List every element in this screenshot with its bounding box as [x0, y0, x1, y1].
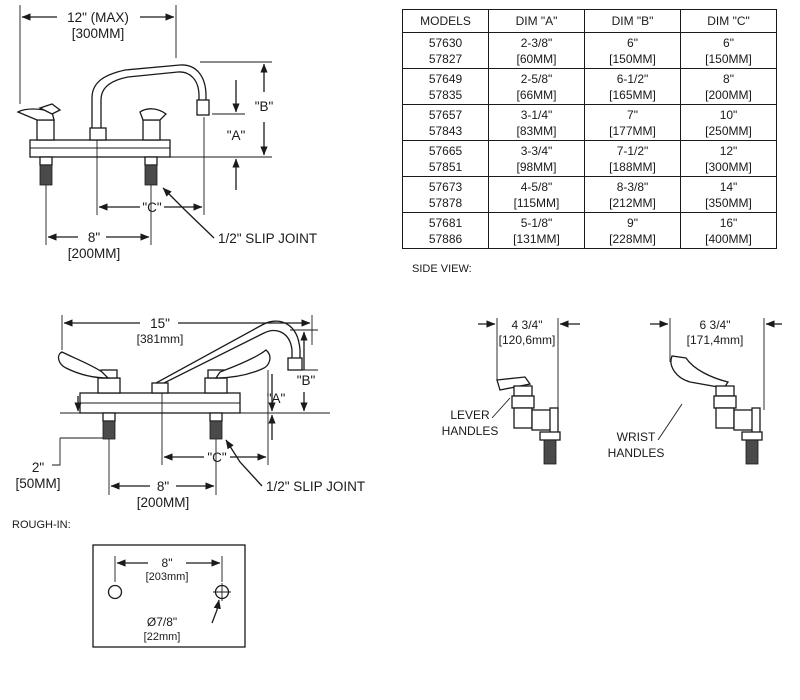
cell-dim-a: 2-5/8"[66MM] [488, 68, 585, 105]
cell-dim-c: 14"[350MM] [680, 176, 777, 213]
cell-dim-b: 7-1/2"[188MM] [584, 140, 681, 177]
side-lever-label-line1: LEVER [450, 408, 490, 422]
cell-dim-b: 9"[228MM] [584, 212, 681, 249]
side-lever-faucet: 4 3/4" [120,6mm] LEVER HANDLES [442, 318, 580, 465]
top-12in-label: 12" (MAX) [67, 10, 129, 25]
top-view: 12" (MAX) [300MM] "B" "A" "C" 8" [200MM]… [16, 5, 317, 261]
front-15in-label: 15" [150, 316, 170, 331]
front-dim-b-label: "B" [297, 373, 316, 388]
side-view: SIDE VIEW: 4 3/4" [120,6mm] LEVER HANDLE… [412, 263, 782, 465]
front-8in-label: 8" [157, 479, 170, 494]
cell-dim-c: 10"[250MM] [680, 104, 777, 141]
rough-in-hole-left [107, 584, 123, 600]
cell-dim-c: 6"[150MM] [680, 32, 777, 69]
front-2in-mm-label: [50MM] [15, 476, 60, 491]
front-8in-mm-label: [200MM] [137, 495, 190, 510]
cell-dim-c: 16"[400MM] [680, 212, 777, 249]
cell-dim-b: 8-3/8"[212MM] [584, 176, 681, 213]
front-slip-joint-label: 1/2" SLIP JOINT [266, 479, 365, 494]
table-header-row: MODELS DIM "A" DIM "B" DIM "C" [402, 9, 777, 33]
top-dim-a-label: "A" [227, 128, 246, 143]
header-dim-a: DIM "A" [488, 9, 585, 33]
rough-in-hole-dia-mm-label: [22mm] [144, 631, 181, 643]
cell-dim-a: 2-3/8"[60MM] [488, 32, 585, 69]
top-dim-c-label: "C" [142, 200, 162, 215]
cell-dim-a: 3-1/4"[83MM] [488, 104, 585, 141]
top-slip-joint-label: 1/2" SLIP JOINT [218, 231, 317, 246]
cell-dim-c: 8"[200MM] [680, 68, 777, 105]
top-8in-mm-label: [200MM] [68, 246, 121, 261]
side-lever-dim-label: 4 3/4" [512, 318, 543, 332]
cell-dim-c: 12"[300MM] [680, 140, 777, 177]
front-faucet-body [57, 320, 303, 440]
rough-in: ROUGH-IN: 8" [203mm] Ø7/8" [22mm] [12, 519, 246, 648]
rough-in-hole-dia-label: Ø7/8" [147, 615, 177, 629]
side-wrist-dim-label: 6 3/4" [700, 318, 731, 332]
rough-in-title: ROUGH-IN: [12, 519, 71, 531]
top-12in-mm-label: [300MM] [72, 26, 125, 41]
cell-dim-b: 7"[177MM] [584, 104, 681, 141]
cell-dim-a: 4-5/8"[115MM] [488, 176, 585, 213]
top-8in-label: 8" [88, 230, 101, 245]
header-dim-c: DIM "C" [680, 9, 777, 33]
side-wrist-dim-mm-label: [171,4mm] [687, 333, 744, 347]
rough-in-8in-label: 8" [162, 556, 173, 570]
top-faucet-body [16, 64, 210, 186]
side-lever-label-line2: HANDLES [442, 424, 499, 438]
header-dim-b: DIM "B" [584, 9, 681, 33]
front-2in-label: 2" [32, 460, 45, 475]
side-view-title: SIDE VIEW: [412, 263, 472, 275]
side-wrist-faucet: 6 3/4" [171,4mm] WRIST HANDLES [608, 318, 782, 465]
side-lever-dim-mm-label: [120,6mm] [499, 333, 556, 347]
top-dim-b-label: "B" [255, 99, 274, 114]
front-15in-mm-label: [381mm] [137, 332, 184, 346]
front-dim-a-label: "A" [267, 391, 286, 406]
cell-dim-a: 3-3/4"[98MM] [488, 140, 585, 177]
front-dim-c-label: "C" [207, 450, 227, 465]
cell-dim-a: 5-1/8"[131MM] [488, 212, 585, 249]
front-view: 15" [381mm] "B" "A" 2" [50MM] "C" 8 [15, 315, 365, 510]
side-wrist-label-line1: WRIST [617, 430, 656, 444]
rough-in-plate [92, 544, 246, 648]
cell-dim-b: 6-1/2"[165MM] [584, 68, 681, 105]
cell-dim-b: 6"[150MM] [584, 32, 681, 69]
rough-in-8in-mm-label: [203mm] [146, 571, 189, 583]
header-models: MODELS [402, 9, 489, 33]
side-wrist-label-line2: HANDLES [608, 446, 665, 460]
